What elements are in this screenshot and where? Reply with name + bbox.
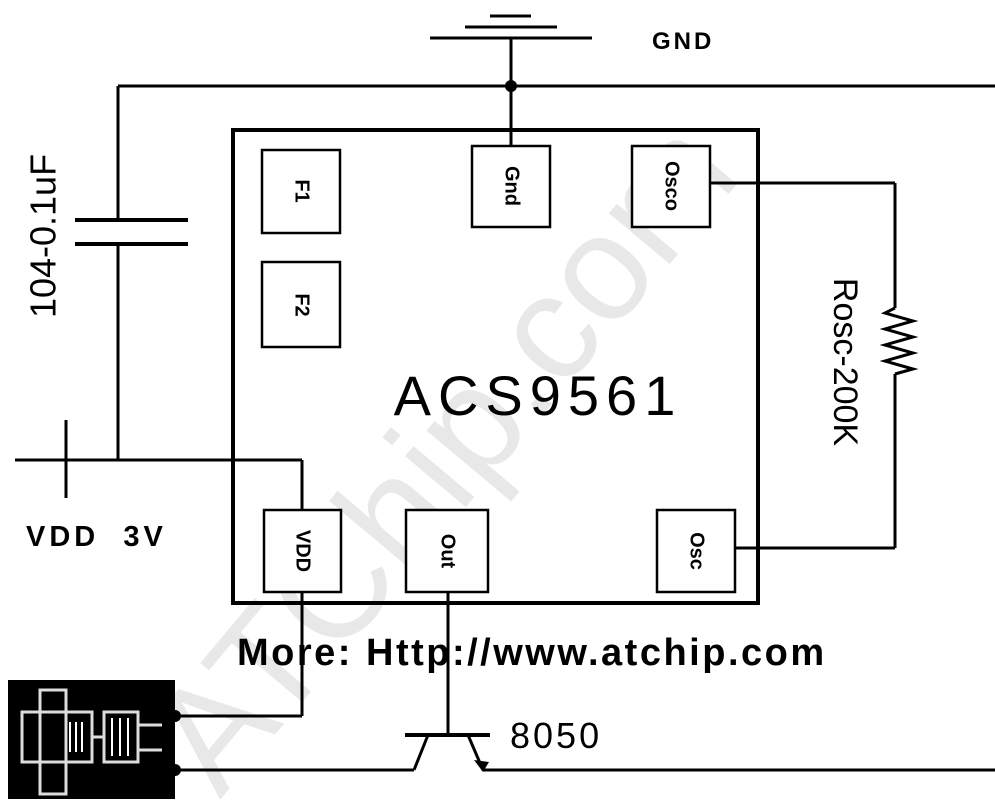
transistor-label: 8050 (510, 715, 602, 756)
resistor-label: Rosc-200K (826, 278, 864, 447)
component-photo (8, 680, 181, 799)
more-link-text[interactable]: More: Http://www.atchip.com (237, 632, 827, 674)
pin-out-label: Out (437, 534, 459, 569)
chip-pins (260, 144, 737, 594)
pin-f2-box (260, 260, 342, 349)
pin-osco-label: Osco (661, 161, 683, 211)
pin-osc-box (655, 508, 737, 594)
pin-vdd-label: VDD (292, 530, 314, 572)
pin-out-box (404, 508, 490, 594)
pin-osc-label: Osc (686, 532, 708, 570)
junction-dot (505, 80, 517, 92)
emitter-arrow (474, 760, 489, 772)
supply-label: VDD 3V (26, 521, 167, 553)
chip-body (231, 128, 760, 605)
capacitor-label: 104-0.1uF (23, 154, 64, 318)
pin-vdd-box (262, 508, 343, 594)
resistor-zigzag (879, 306, 919, 376)
pin-osco-box (630, 144, 712, 229)
pin-f1-box (260, 148, 342, 235)
pin-f1-label: F1 (291, 179, 313, 202)
chip-name: ACS9561 (394, 364, 683, 427)
wires (15, 14, 995, 772)
pin-gnd-label: Gnd (501, 166, 523, 206)
pin-gnd-box (470, 144, 552, 229)
pin-f2-label: F2 (291, 293, 313, 316)
transistor-collector (412, 734, 430, 771)
gnd-label: GND (652, 28, 714, 55)
